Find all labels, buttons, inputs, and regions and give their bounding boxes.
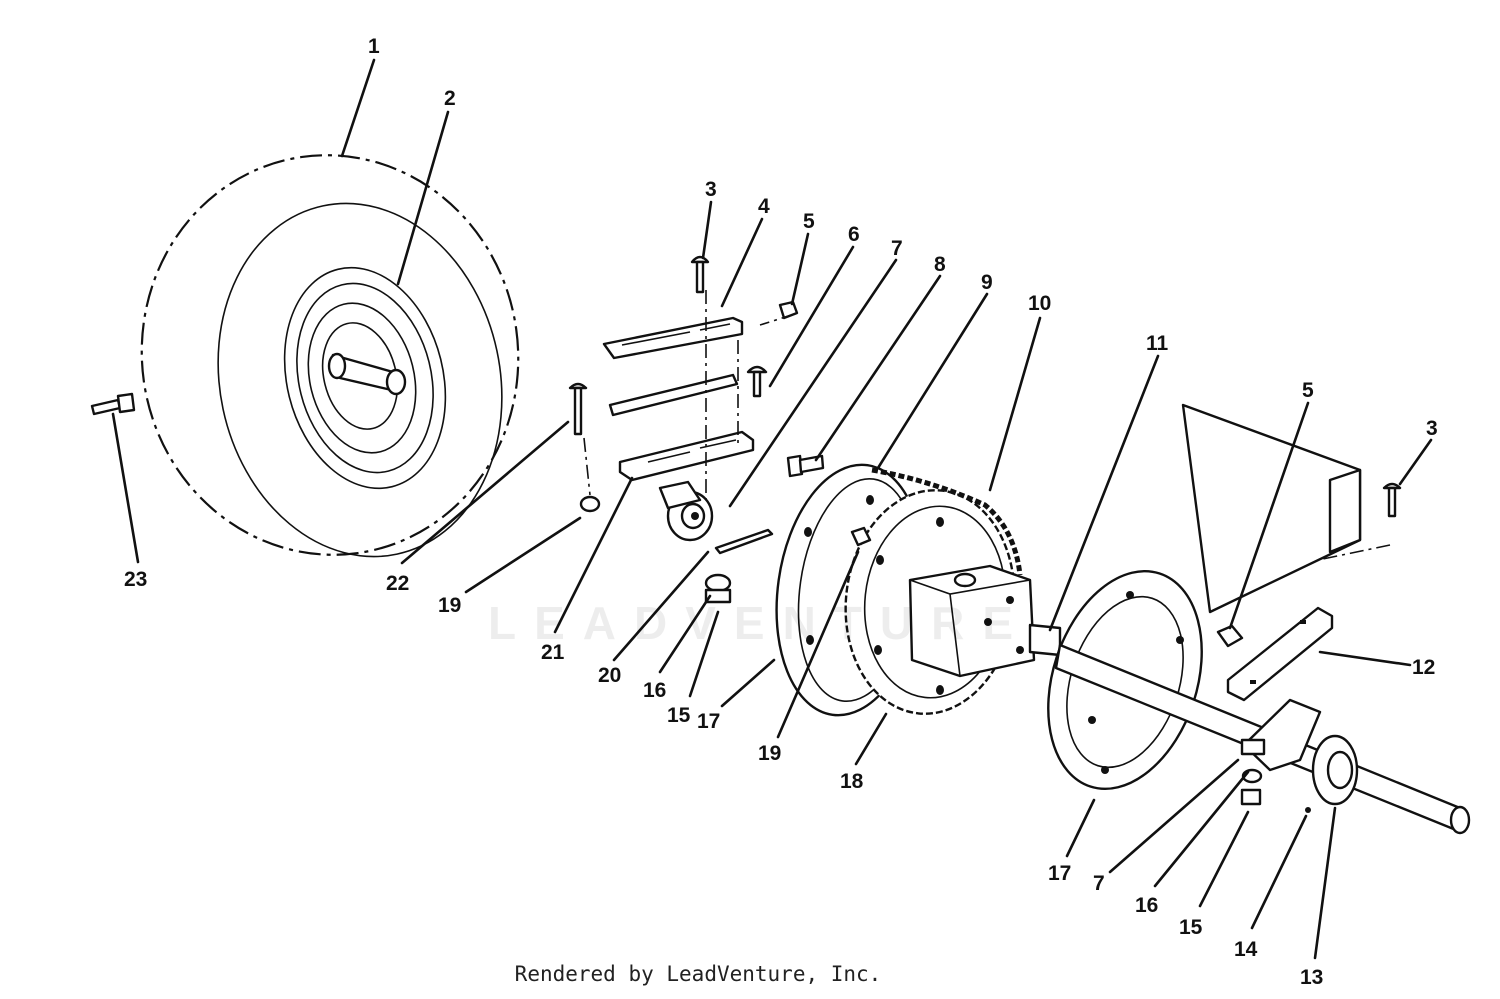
callout-7: 7	[891, 237, 903, 260]
bolt-23	[90, 392, 136, 416]
callout-17-right: 17	[1048, 862, 1071, 885]
callout-5-right: 5	[1302, 379, 1314, 402]
axle-assembly	[1047, 403, 1471, 835]
callout-4: 4	[758, 195, 770, 218]
callout-16: 16	[643, 679, 666, 702]
rim-outer	[283, 266, 447, 490]
callout-labels: 1 2 3 4 5 6 7 8 9 10 11 5 3 23 22 19 21 …	[124, 35, 1438, 989]
callout-2: 2	[444, 87, 456, 110]
callout-23: 23	[124, 568, 147, 591]
chain-10	[871, 467, 1023, 576]
callout-12: 12	[1412, 656, 1435, 679]
callout-18: 18	[840, 770, 864, 793]
callout-13: 13	[1300, 966, 1323, 989]
callout-3: 3	[705, 178, 717, 201]
callout-6: 6	[848, 223, 860, 246]
callout-19-lower: 19	[758, 742, 781, 765]
callout-19: 19	[438, 594, 461, 617]
wheel-assembly	[140, 154, 520, 558]
callout-15: 15	[667, 704, 691, 727]
callout-15-right: 15	[1179, 916, 1203, 939]
watermark-text: LEADVENTURE	[488, 597, 1032, 649]
tire-sidewall	[217, 202, 503, 558]
bracket-12	[1226, 606, 1334, 702]
strip-6	[608, 373, 739, 417]
bracket-4	[602, 316, 744, 360]
callout-16-right: 16	[1135, 894, 1158, 917]
callout-3-right: 3	[1426, 417, 1438, 440]
callout-10: 10	[1028, 292, 1051, 315]
callout-11: 11	[1146, 332, 1169, 355]
sprocket-assembly	[775, 463, 1062, 717]
callout-5: 5	[803, 210, 815, 233]
callout-17: 17	[697, 710, 720, 733]
bracket-group	[568, 255, 825, 604]
callout-21: 21	[541, 641, 565, 664]
callout-8: 8	[934, 253, 946, 276]
gearbox	[908, 564, 1036, 678]
callout-20: 20	[598, 664, 621, 687]
leader-lines	[111, 58, 1433, 960]
callout-1: 1	[368, 35, 380, 58]
callout-7-right: 7	[1093, 872, 1105, 895]
callout-9: 9	[981, 271, 993, 294]
bracket-21	[618, 430, 755, 482]
callout-14: 14	[1234, 938, 1258, 961]
footer-credit: Rendered by LeadVenture, Inc.	[514, 962, 882, 986]
callout-22: 22	[386, 572, 409, 595]
